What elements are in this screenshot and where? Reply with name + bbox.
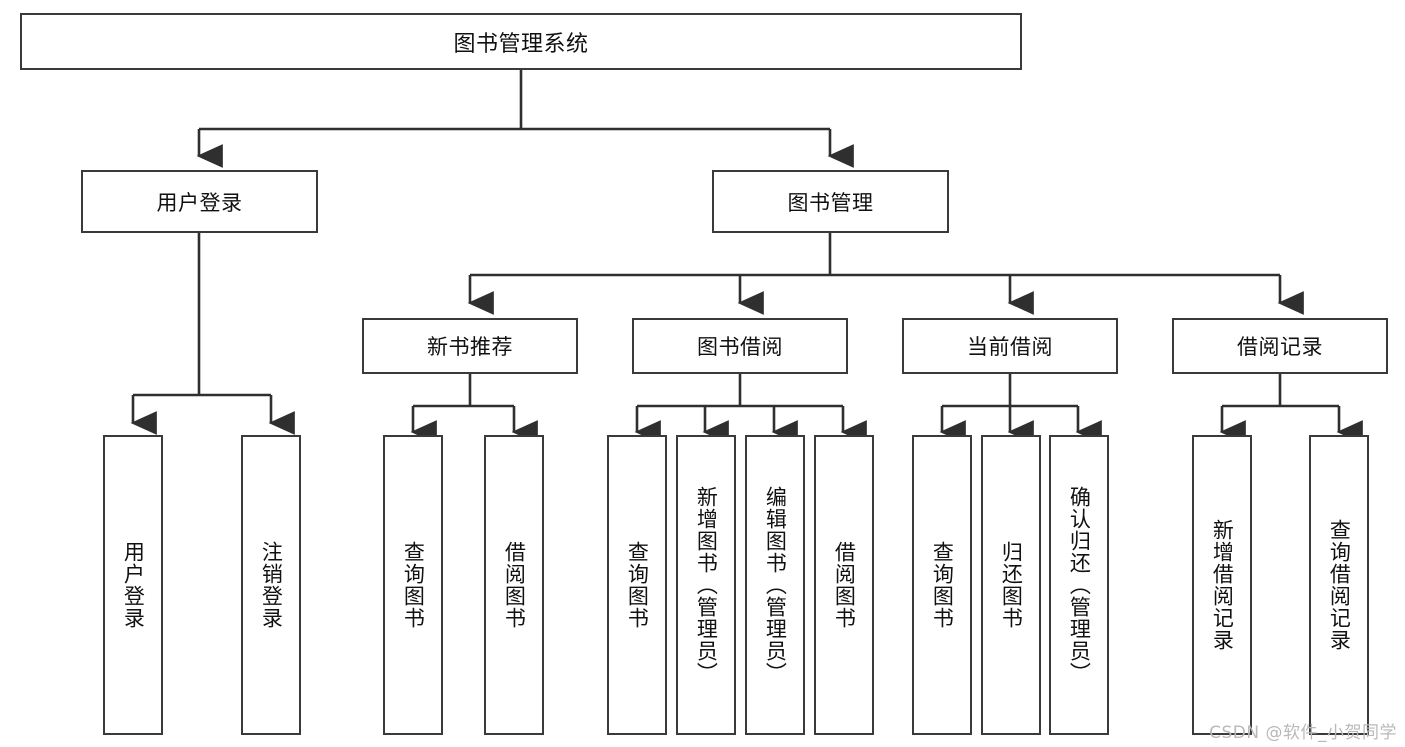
node-label: 当前借阅 [967, 335, 1053, 359]
node-label: 新增图书（管理员） [694, 486, 719, 684]
node-label: 图书管理 [787, 190, 874, 215]
node-new-book-recommend[interactable]: 新书推荐 [362, 318, 578, 374]
leaf-borrow-book-newbook[interactable]: 借阅图书 [484, 435, 544, 735]
node-current-borrow[interactable]: 当前借阅 [902, 318, 1118, 374]
leaf-edit-book-admin[interactable]: 编辑图书（管理员） [745, 435, 805, 735]
leaf-query-book-borrow[interactable]: 查询图书 [607, 435, 667, 735]
node-label: 用户登录 [121, 541, 146, 629]
leaf-query-book-current[interactable]: 查询图书 [912, 435, 972, 735]
node-label: 确认归还（管理员） [1067, 486, 1092, 684]
node-label: 借阅记录 [1237, 335, 1323, 359]
node-root-system[interactable]: 图书管理系统 [20, 13, 1022, 70]
node-label: 图书借阅 [697, 335, 783, 359]
leaf-user-login[interactable]: 用户登录 [103, 435, 163, 735]
node-label: 查询图书 [930, 541, 955, 629]
node-label: 图书管理系统 [453, 31, 589, 57]
leaf-add-book-admin[interactable]: 新增图书（管理员） [676, 435, 736, 735]
leaf-borrow-book[interactable]: 借阅图书 [814, 435, 874, 735]
node-label: 新增借阅记录 [1210, 519, 1235, 651]
node-user-login[interactable]: 用户登录 [81, 170, 318, 233]
node-book-borrow[interactable]: 图书借阅 [632, 318, 848, 374]
leaf-query-borrow-record[interactable]: 查询借阅记录 [1309, 435, 1369, 735]
node-label: 注销登录 [259, 541, 284, 629]
node-label: 用户登录 [156, 190, 243, 215]
node-label: 编辑图书（管理员） [763, 486, 788, 684]
leaf-query-book-newbook[interactable]: 查询图书 [383, 435, 443, 735]
leaf-return-book[interactable]: 归还图书 [981, 435, 1041, 735]
leaf-confirm-return-admin[interactable]: 确认归还（管理员） [1049, 435, 1109, 735]
node-borrow-record[interactable]: 借阅记录 [1172, 318, 1388, 374]
leaf-logout[interactable]: 注销登录 [241, 435, 301, 735]
node-label: 查询图书 [401, 541, 426, 629]
node-label: 新书推荐 [427, 335, 513, 359]
leaf-add-borrow-record[interactable]: 新增借阅记录 [1192, 435, 1252, 735]
node-label: 借阅图书 [502, 541, 527, 629]
node-label: 查询图书 [625, 541, 650, 629]
node-label: 借阅图书 [832, 541, 857, 629]
node-label: 归还图书 [999, 541, 1024, 629]
node-book-management[interactable]: 图书管理 [712, 170, 949, 233]
node-label: 查询借阅记录 [1327, 519, 1352, 651]
